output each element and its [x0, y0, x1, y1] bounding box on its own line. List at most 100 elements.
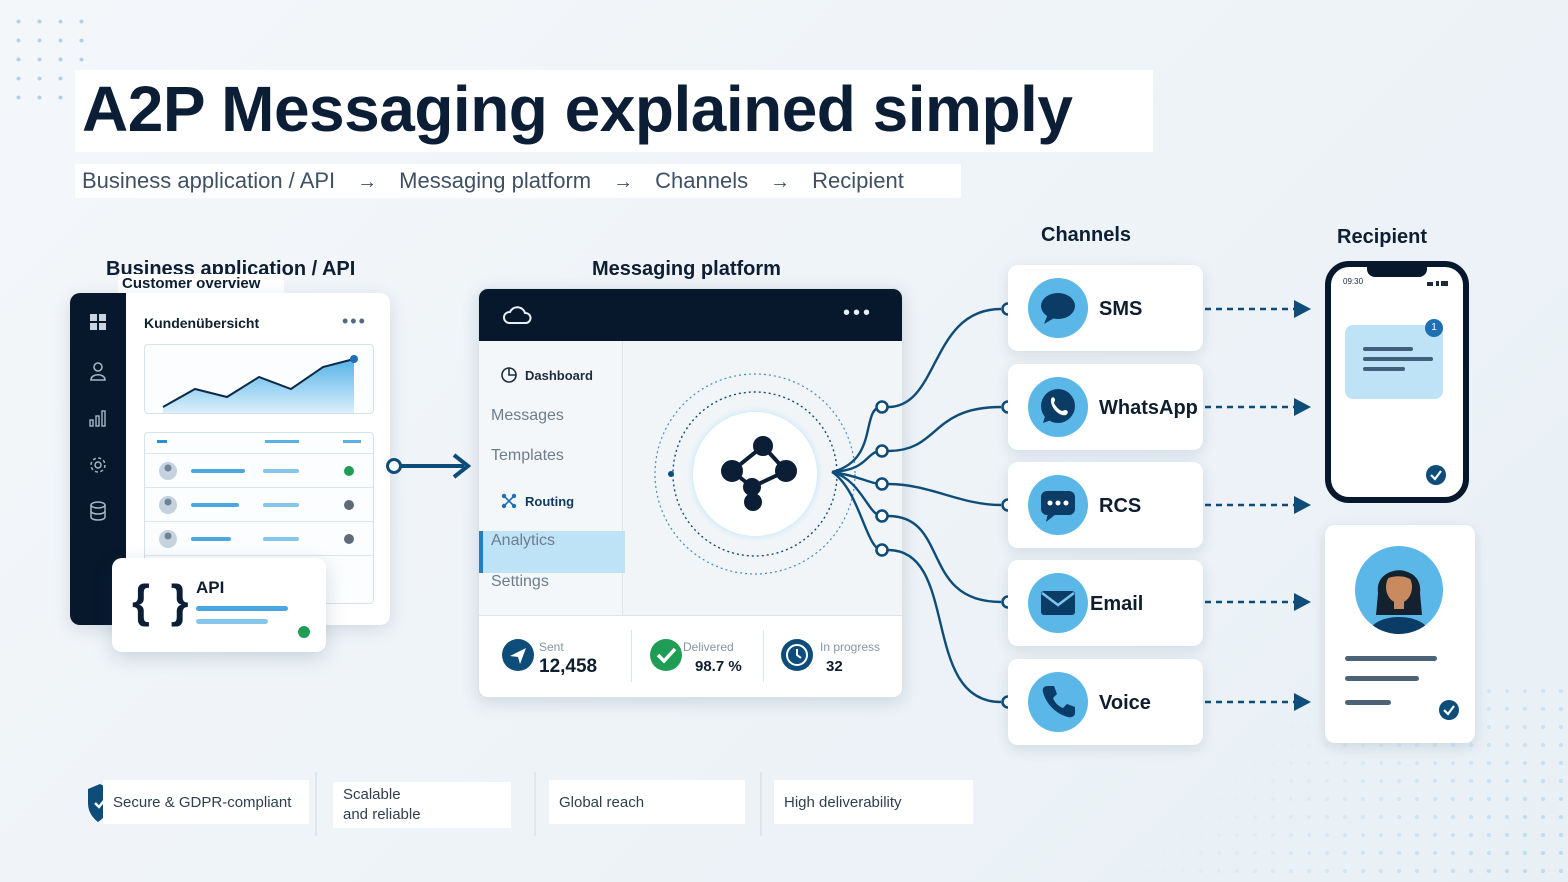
- flow-step: Recipient: [812, 168, 904, 193]
- table-row[interactable]: [145, 487, 373, 521]
- divider: [315, 772, 317, 836]
- title-background: [75, 70, 1153, 152]
- flow-subtitle: Business application / API → Messaging pla…: [82, 168, 904, 194]
- channels-heading: Channels: [1041, 224, 1132, 246]
- feature-scalable: Scalable and reliable: [333, 782, 511, 828]
- message-lines: [1363, 347, 1433, 371]
- status-dot: [298, 626, 310, 638]
- table-row[interactable]: [145, 555, 373, 589]
- more-options-icon[interactable]: •••: [843, 302, 874, 324]
- stat-label: Sent: [539, 640, 564, 654]
- nav-item-settings[interactable]: Settings: [491, 573, 549, 590]
- table-header: [157, 440, 361, 443]
- database-icon[interactable]: [88, 501, 108, 521]
- api-lines: [196, 606, 288, 624]
- recipient-phone: 09:30 1: [1325, 261, 1469, 503]
- channel-sms[interactable]: SMS: [1008, 265, 1203, 351]
- nav-item-routing[interactable]: Routing: [501, 493, 574, 509]
- nav-item-analytics[interactable]: Analytics: [491, 532, 556, 549]
- api-label: API: [196, 578, 225, 597]
- check-circle-icon: [1439, 700, 1459, 720]
- nav-item-dashboard[interactable]: Dashboard: [501, 367, 593, 383]
- line-chart-widget: [144, 344, 374, 414]
- sparkline: [162, 355, 358, 413]
- flow-background: [75, 164, 961, 198]
- arrow-right-icon: →: [770, 171, 791, 193]
- code-braces-icon: { }: [132, 575, 193, 627]
- panel-title: Kundenübersicht: [144, 315, 260, 331]
- clock-icon: [781, 639, 813, 671]
- page-title: A2P Messaging explained simply: [82, 73, 1073, 145]
- notification-badge: 1: [1425, 319, 1443, 337]
- messaging-platform-window: ••• Dashboard Messages Templates Routing…: [478, 288, 903, 698]
- platform-heading: Messaging platform: [592, 258, 781, 280]
- check-circle-icon: [1426, 465, 1446, 485]
- grid-icon[interactable]: [88, 313, 108, 333]
- decorative-dots: [8, 12, 88, 102]
- divider: [631, 630, 632, 682]
- nav-item-templates[interactable]: Templates: [491, 447, 564, 464]
- user-icon[interactable]: [88, 361, 108, 381]
- table-row[interactable]: [145, 453, 373, 487]
- connector-arrow: [386, 453, 472, 479]
- channel-whatsapp[interactable]: WhatsApp: [1008, 364, 1203, 450]
- arrow-right-icon: →: [613, 171, 634, 193]
- stat-label: Delivered: [683, 640, 734, 654]
- recipient-profile-card: [1325, 525, 1475, 743]
- channel-email[interactable]: Email: [1008, 560, 1203, 646]
- stat-label: In progress: [820, 640, 881, 654]
- nav-label: Dashboard: [525, 368, 593, 383]
- phone-time: 09:30: [1343, 277, 1364, 286]
- bar-chart-icon[interactable]: [88, 409, 108, 429]
- envelope-icon: [1028, 573, 1088, 633]
- divider: [534, 772, 536, 836]
- phone-status-icons: [1427, 281, 1448, 286]
- stat-value-sent: 12,458: [539, 656, 598, 677]
- nav-item-messages[interactable]: Messages: [491, 407, 564, 424]
- platform-stats: Sent 12,458 Delivered 98.7 % In progress…: [479, 615, 902, 697]
- feature-deliverability: High deliverability: [774, 780, 973, 824]
- api-card[interactable]: { } API: [112, 558, 326, 652]
- table-row[interactable]: [145, 521, 373, 555]
- channel-label: Voice: [1099, 692, 1151, 714]
- phone-icon: [1028, 672, 1088, 732]
- channel-voice[interactable]: Voice: [1008, 659, 1203, 745]
- divider: [763, 630, 764, 682]
- channel-label: RCS: [1099, 495, 1142, 517]
- feature-label: Global reach: [559, 793, 645, 811]
- chat-bubble-icon: [1028, 278, 1088, 338]
- divider: [760, 772, 762, 836]
- gear-icon[interactable]: [88, 455, 108, 475]
- feature-label: Scalable: [343, 786, 401, 803]
- more-options-icon[interactable]: •••: [342, 311, 367, 331]
- flow-step: Channels: [655, 168, 749, 193]
- stat-value-in-progress: 32: [826, 658, 843, 675]
- recipient-heading: Recipient: [1337, 226, 1428, 248]
- profile-lines: [1345, 656, 1437, 705]
- feature-label: and reliable: [343, 806, 421, 823]
- message-bubble: [1345, 325, 1443, 399]
- whatsapp-icon: [1028, 377, 1088, 437]
- rcs-chat-icon: [1028, 475, 1088, 535]
- check-icon: [650, 639, 682, 671]
- send-icon: [502, 639, 534, 671]
- platform-sidebar: Dashboard Messages Templates Routing Ana…: [479, 341, 625, 615]
- flow-step: Messaging platform: [399, 168, 592, 193]
- routing-icon: [501, 493, 517, 509]
- feature-label: Secure & GDPR-compliant: [113, 793, 292, 811]
- channel-label: SMS: [1099, 298, 1143, 320]
- feature-secure: Secure & GDPR-compliant: [103, 780, 309, 824]
- channel-rcs[interactable]: RCS: [1008, 462, 1203, 548]
- business-app-subheading: Customer overview: [122, 275, 261, 292]
- flow-step: Business application / API: [82, 168, 336, 193]
- nav-active-highlight: [479, 531, 625, 573]
- feature-global-reach: Global reach: [549, 780, 745, 824]
- arrow-right-icon: →: [357, 171, 378, 193]
- avatar: [1355, 546, 1443, 634]
- nav-label: Routing: [525, 494, 575, 509]
- cloud-icon: [503, 306, 532, 324]
- pie-chart-icon: [501, 367, 517, 383]
- stat-value-delivered: 98.7 %: [695, 658, 742, 675]
- routing-hub: [654, 373, 856, 575]
- subheading-background: [118, 274, 284, 294]
